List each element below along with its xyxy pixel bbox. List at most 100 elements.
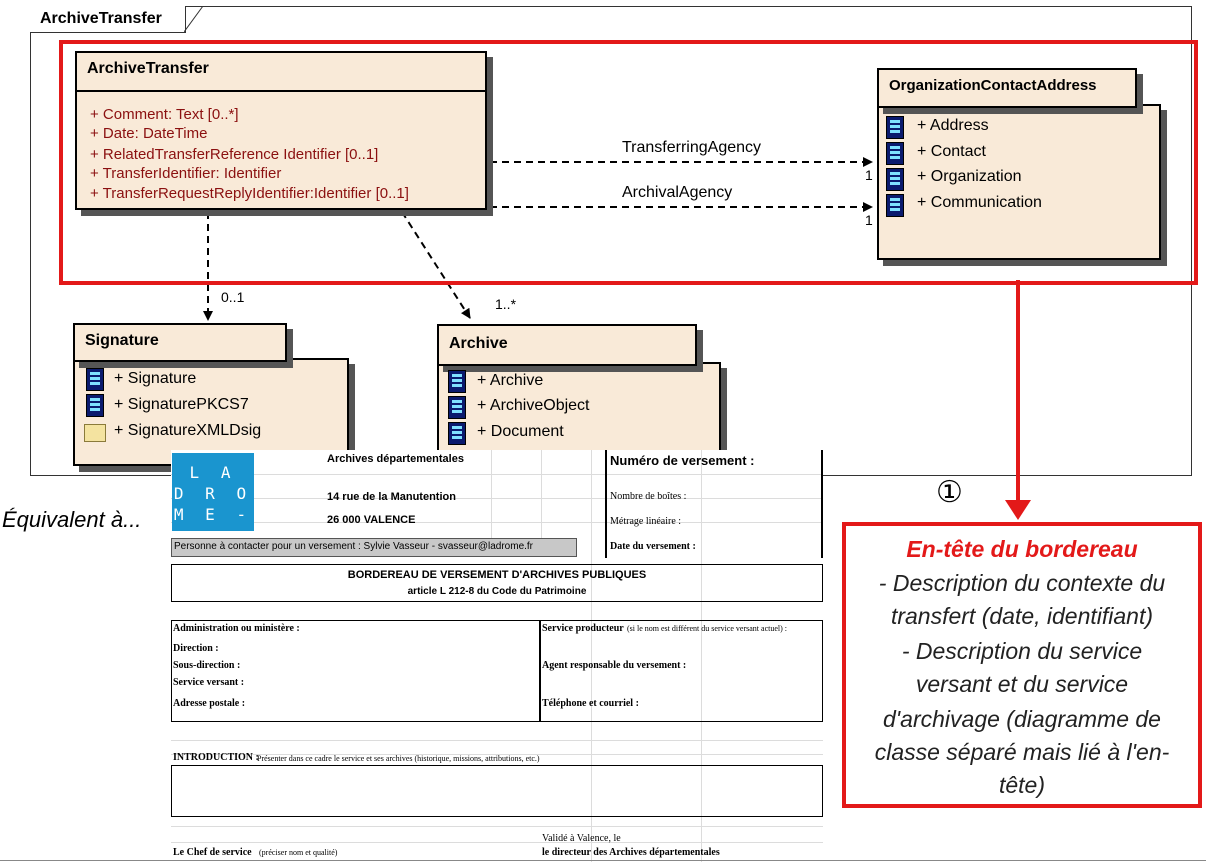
note-line: d'archivage (diagramme de xyxy=(883,706,1161,732)
database-icon xyxy=(886,168,904,191)
member-signature-pkcs7: + SignaturePKCS7 xyxy=(114,396,249,413)
assoc-label-archival: ArchivalAgency xyxy=(622,184,733,201)
gridline xyxy=(541,450,542,550)
mult-archival: 1 xyxy=(865,212,873,228)
gridline xyxy=(171,842,823,843)
form-contact: Personne à contacter pour un versement :… xyxy=(174,541,534,552)
form-service-producteur-note: (si le nom est différent du service vers… xyxy=(627,624,788,633)
attribute-transfer-identifier: + TransferIdentifier: Identifier xyxy=(90,165,282,182)
services-divider xyxy=(539,620,541,722)
database-icon xyxy=(86,394,104,417)
database-icon xyxy=(448,422,466,445)
logo-line: L A xyxy=(189,463,237,482)
page-edge xyxy=(0,860,1206,861)
red-arrowhead xyxy=(1005,500,1031,520)
bordereau-form: Archives départementales 14 rue de la Ma… xyxy=(171,450,823,862)
note-title: En-tête du bordereau xyxy=(906,536,1138,562)
member-communication: + Communication xyxy=(917,194,1042,211)
numero-separator-right xyxy=(821,450,823,558)
gridline xyxy=(491,450,492,550)
gridline xyxy=(701,450,702,862)
introduction-box xyxy=(171,765,823,817)
form-service-producteur: Service producteur xyxy=(542,623,624,634)
form-nb-boites: Nombre de boîtes : xyxy=(610,491,687,502)
gridline xyxy=(171,740,823,741)
member-signature-xmldsig: + SignatureXMLDsig xyxy=(114,422,262,439)
org-contact-class-name: OrganizationContactAddress xyxy=(889,77,1097,94)
database-icon xyxy=(886,194,904,217)
folder-icon xyxy=(84,424,106,442)
member-archive-object: + ArchiveObject xyxy=(477,397,590,414)
database-icon xyxy=(448,396,466,419)
attribute-related-transfer-reference: + RelatedTransferReference Identifier [0… xyxy=(90,146,379,163)
signature-class-name: Signature xyxy=(85,332,159,349)
member-contact: + Contact xyxy=(917,143,986,160)
member-organization: + Organization xyxy=(917,168,1022,185)
gridline xyxy=(591,450,592,862)
archive-class-body xyxy=(437,362,721,466)
note-line: tête) xyxy=(998,772,1046,798)
database-icon xyxy=(886,142,904,165)
gridline xyxy=(171,826,823,827)
form-chef-note: (préciser nom et qualité) xyxy=(259,848,338,857)
assoc-label-transferring: TransferringAgency xyxy=(622,139,762,156)
mult-archive: 1..* xyxy=(495,296,517,312)
gridline xyxy=(171,498,823,499)
services-box xyxy=(171,620,823,722)
archive-transfer-class-name: ArchiveTransfer xyxy=(87,60,209,77)
form-chef: Le Chef de service xyxy=(173,847,252,858)
mult-signature: 0..1 xyxy=(221,289,245,305)
gridline xyxy=(171,474,823,475)
mult-transferring: 1 xyxy=(865,167,873,183)
attribute-date: + Date: DateTime xyxy=(90,125,208,142)
attribute-transfer-request-reply-identifier: + TransferRequestReplyIdentifier:Identif… xyxy=(90,185,409,202)
circle-number: ① xyxy=(936,476,963,509)
package-tab-slant xyxy=(184,6,204,32)
member-address: + Address xyxy=(917,117,989,134)
note-line: classe séparé mais lié à l'en- xyxy=(874,739,1170,765)
member-document: + Document xyxy=(477,423,564,440)
archive-class-header: Archive xyxy=(437,324,697,366)
form-org-name: Archives départementales xyxy=(327,453,464,465)
note-line: transfert (date, identifiant) xyxy=(890,603,1154,629)
assoc-archive-line xyxy=(401,211,471,319)
archive-transfer-class: ArchiveTransfer + Comment: Text [0..*] +… xyxy=(75,51,487,210)
form-date-versement: Date du versement : xyxy=(610,541,696,552)
note-line: - Description du contexte du xyxy=(878,570,1166,596)
la-drome-logo: L A D R O M E - xyxy=(172,453,254,531)
database-icon xyxy=(886,116,904,139)
form-address-line1: 14 rue de la Manutention xyxy=(327,491,456,503)
form-introduction-note: Présenter dans ce cadre le service et se… xyxy=(257,754,540,763)
attribute-comment: + Comment: Text [0..*] xyxy=(90,106,239,123)
form-numero: Numéro de versement : xyxy=(610,453,755,468)
form-administration: Administration ou ministère : xyxy=(173,623,300,634)
package-title: ArchiveTransfer xyxy=(40,10,162,27)
form-directeur: le directeur des Archives départementale… xyxy=(542,847,720,858)
note-line: versant et du service xyxy=(915,671,1129,697)
contact-bar xyxy=(171,538,577,557)
form-address-line2: 26 000 VALENCE xyxy=(327,514,416,526)
form-direction: Direction : xyxy=(173,643,219,654)
note-box: En-tête du bordereau - Description du co… xyxy=(842,522,1202,808)
form-introduction: INTRODUCTION : xyxy=(173,752,259,763)
form-adresse-postale: Adresse postale : xyxy=(173,698,246,709)
form-sous-direction: Sous-direction : xyxy=(173,660,241,671)
highlight-frame xyxy=(59,40,1198,285)
form-valide: Validé à Valence, le xyxy=(542,833,621,844)
package-tab xyxy=(30,6,186,33)
form-agent: Agent responsable du versement : xyxy=(542,660,687,671)
member-archive: + Archive xyxy=(477,372,544,389)
gridline xyxy=(171,522,823,523)
form-metrage: Métrage linéaire : xyxy=(610,516,682,527)
numero-separator xyxy=(605,450,607,558)
gridline xyxy=(171,754,823,755)
archive-class-name: Archive xyxy=(449,335,508,352)
database-icon xyxy=(86,368,104,391)
note-line: - Description du service xyxy=(901,638,1143,664)
database-icon xyxy=(448,370,466,393)
form-telephone: Téléphone et courriel : xyxy=(542,698,639,709)
logo-line: M E - xyxy=(173,505,253,524)
class-divider xyxy=(77,90,485,92)
org-contact-class-body xyxy=(877,104,1161,260)
